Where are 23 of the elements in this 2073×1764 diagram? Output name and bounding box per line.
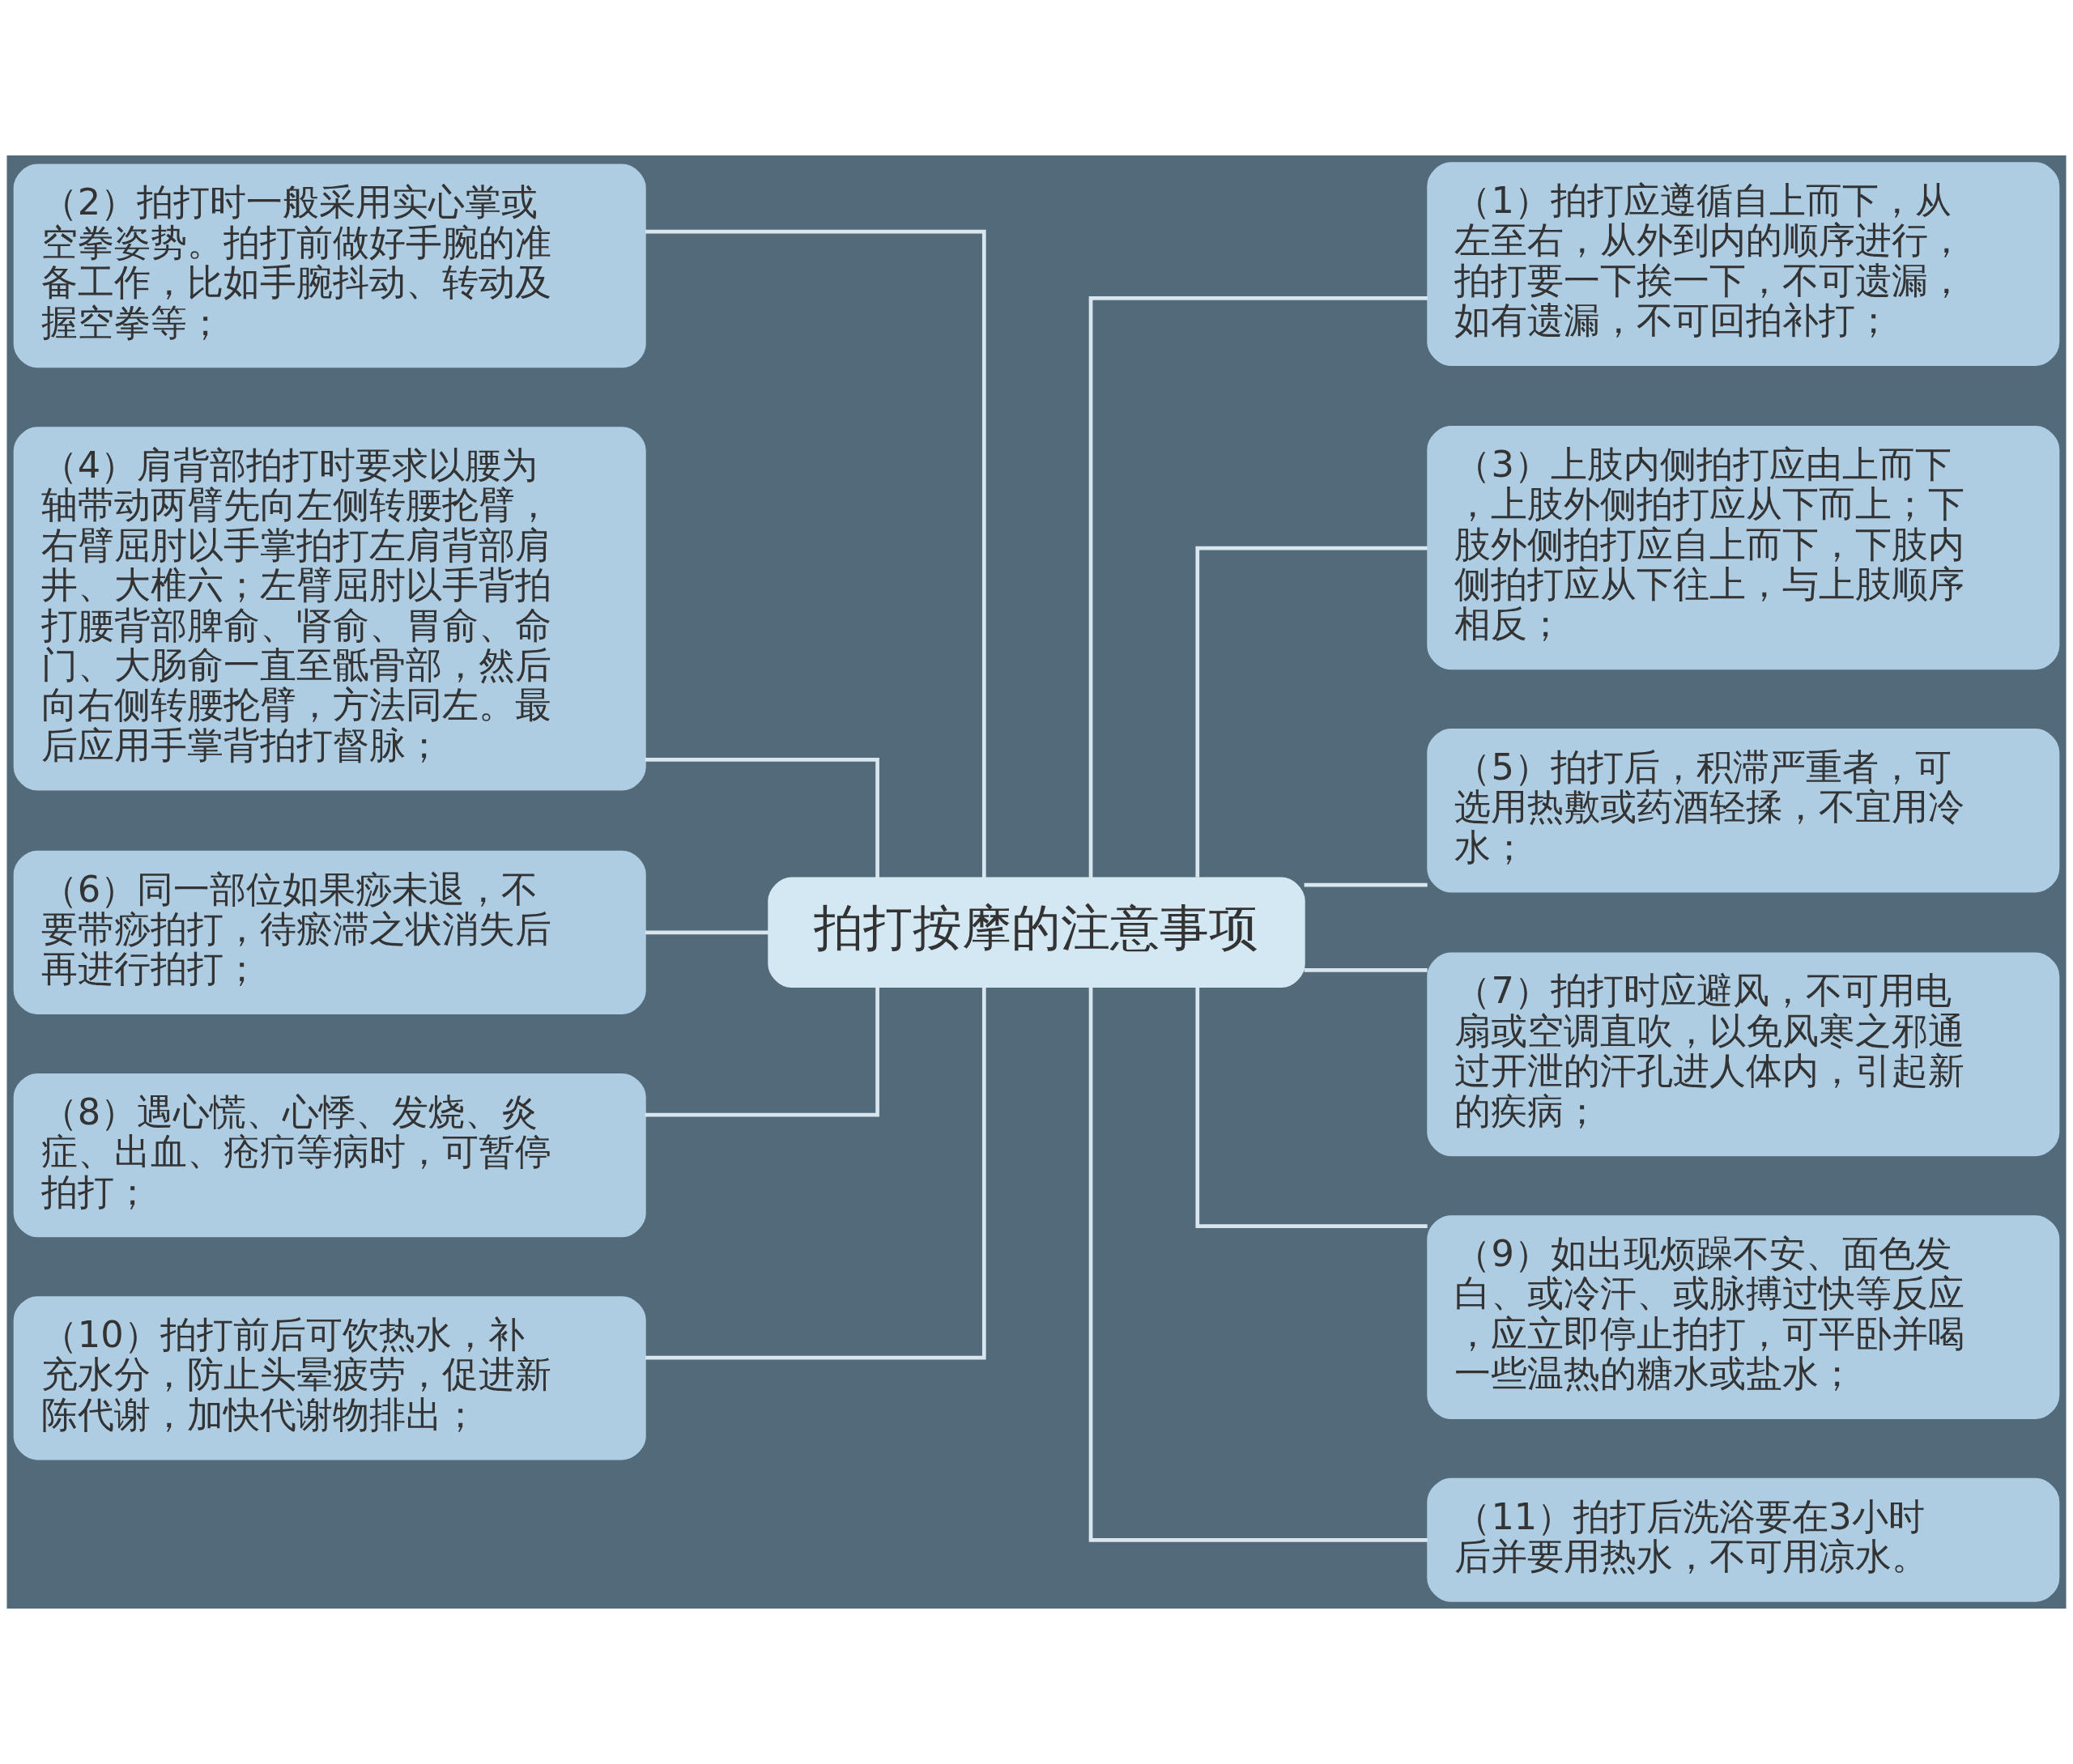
node-box: （3）上肢内侧拍打应由上而下，上肢外侧拍打应从下而上；下肢外侧拍打应自上而下，下肢内侧拍打应从下往上，与上肢顺序相反； — [1427, 426, 2060, 670]
connector — [645, 987, 986, 1360]
node-box: （9）如出现烦躁不安、面色发白、或冷汗、或脉搏过快等反应，应立即停止拍打，可平卧并喝一些温热的糖水或盐水； — [1427, 1215, 2060, 1419]
connector — [645, 229, 986, 878]
node-box: （7）拍打时应避风，不可用电扇或空调直吹，以免风寒之邪通过开泄的汗孔进人体内，引起新的疾病； — [1427, 952, 2060, 1157]
connector — [1195, 987, 1428, 1229]
node-box: （6）同一部位如果痧未退，不要带痧拍打，待瘀滞之状消失后再进行拍打； — [13, 850, 646, 1014]
connector — [645, 758, 879, 878]
node-box: 拍打按摩的注意事项 — [768, 877, 1305, 988]
connector — [1195, 546, 1428, 878]
node-box: （11）拍打后洗浴要在3小时后并要用热水，不可用凉水。 — [1427, 1477, 2060, 1602]
node-box: （2）拍打时一般采用实心掌或空拳姿势。拍打前做好手腕的准备工作，比如手腕抖动、转动及握空拳等； — [13, 164, 646, 368]
connector — [645, 930, 769, 935]
connector — [1088, 296, 1428, 878]
node-box: （4）肩背部拍打时要求以腰为轴带动两臂先向左侧转腰抡臂，右臂屈肘以手掌拍打左肩背部肩井、大椎六；左臂屈肘以手背拍打腰背部脾俞、肾俞、胃俞、命门、大肠俞一直至骶骨部，然后向右侧转腰抡臂，方法同左。最后应用手掌背拍打督脉； — [13, 427, 646, 791]
node-box: （8）遇心慌、心悸、发烧、炎症、出血、疮疖等病时，可暂停拍打； — [13, 1073, 646, 1238]
node-box: （1）拍打应遵循自上而下，从左至右，从外到内的顺序进行，拍打要一下挨一下，不可遗漏，如有遗漏，不可回拍补打； — [1427, 162, 2060, 366]
connector — [645, 987, 879, 1117]
node-box: （5）拍打后，积滞严重者，可选用热敷或药酒轻揉，不宜用冷水； — [1427, 729, 2060, 893]
connector — [1304, 882, 1428, 887]
connector — [1304, 967, 1428, 972]
connector — [1088, 987, 1428, 1542]
node-box: （10）拍打前后可饮热水，补充水分，防止头晕疲劳，促进新陈代谢，加快代谢物排出； — [13, 1296, 646, 1460]
